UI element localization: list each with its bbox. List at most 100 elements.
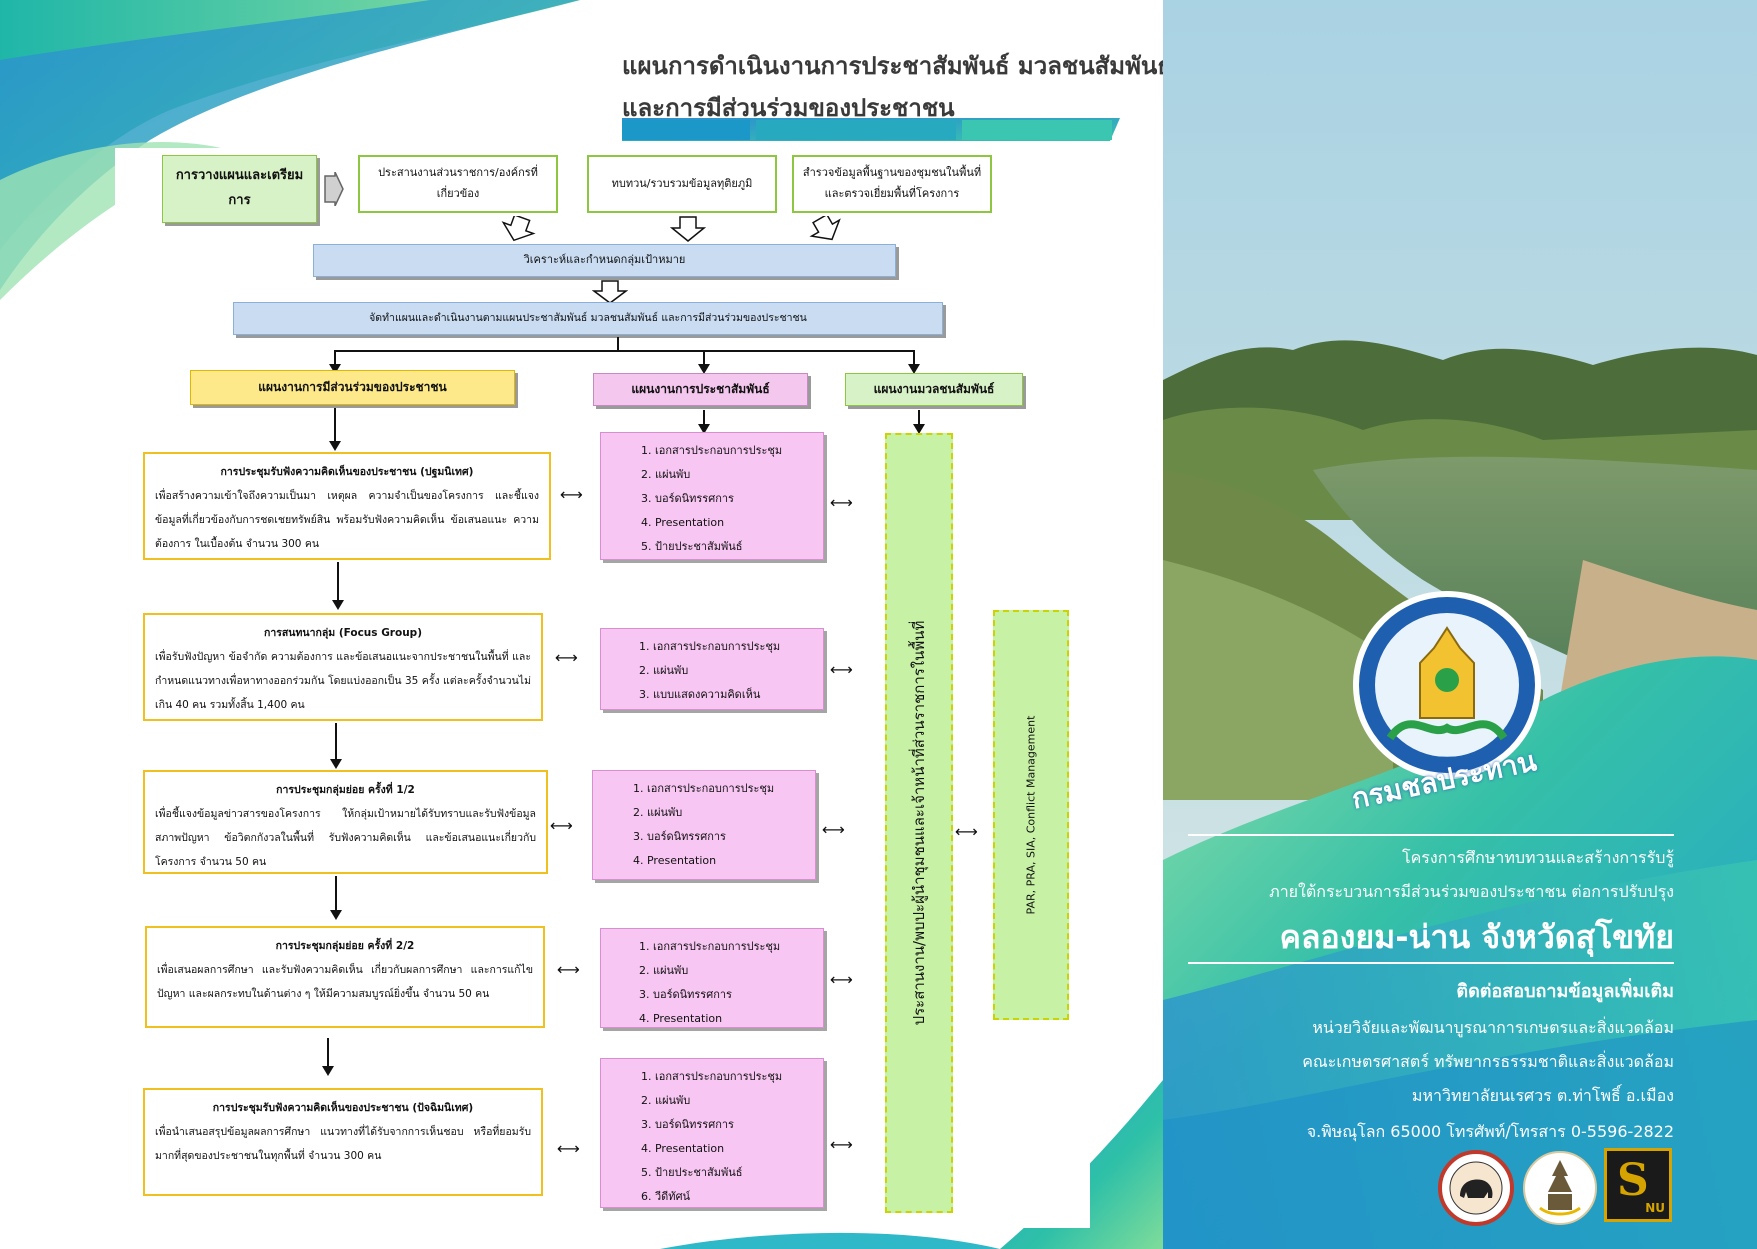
step-coordinate-agencies: ประสานงานส่วนราชการ/องค์กรที่เกี่ยวข้อง bbox=[358, 155, 558, 213]
step-survey-community: สำรวจข้อมูลพื้นฐานของชุมชนในพื้นที่และตร… bbox=[792, 155, 992, 213]
pr-item: 5. ป้ายประชาสัมพันธ์ bbox=[641, 540, 743, 553]
project-line2: ภายใต้กระบวนการมีส่วนร่วมของประชาชน ต่อก… bbox=[1269, 882, 1674, 901]
down-arrow-icon bbox=[332, 562, 344, 610]
pr-item: 4. Presentation bbox=[641, 516, 725, 529]
pr-item: 3. แบบแสดงความคิดเห็น bbox=[639, 688, 761, 701]
pr-item: 3. บอร์ดนิทรรศการ bbox=[641, 1118, 734, 1131]
project-line1: โครงการศึกษาทบทวนและสร้างการรับรู้ bbox=[1402, 848, 1674, 867]
meeting-body: เพื่อรับฟังปัญหา ข้อจำกัด ความต้องการ แล… bbox=[155, 651, 531, 711]
meeting-title: การประชุมรับฟังความคิดเห็นของประชาชน (ปั… bbox=[212, 1102, 474, 1114]
step-review-secondary-data: ทบทวน/รวบรวมข้อมูลทุติยภูมิ bbox=[587, 155, 777, 213]
double-arrow-icon: ⟷ bbox=[830, 493, 853, 512]
double-arrow-icon: ⟷ bbox=[955, 822, 978, 841]
meeting-body: เพื่อสร้างความเข้าใจถึงความเป็นมา เหตุผล… bbox=[155, 490, 539, 550]
meeting-title: การประชุมรับฟังความคิดเห็นของประชาชน (ปฐ… bbox=[220, 466, 474, 478]
down-arrow-icon bbox=[592, 280, 628, 304]
pr-item: 1. เอกสารประกอบการประชุม bbox=[633, 782, 775, 795]
pr-materials-box-4: 1. เอกสารประกอบการประชุม 2. แผ่นพับ 3. บ… bbox=[600, 928, 824, 1028]
down-arrow-icon bbox=[330, 876, 342, 920]
page-title-line2: และการมีส่วนร่วมของประชาชน bbox=[622, 94, 955, 122]
pr-item: 1. เอกสารประกอบการประชุม bbox=[639, 940, 781, 953]
contact-heading: ติดต่อสอบถามข้อมูลเพิ่มเติม bbox=[1456, 981, 1674, 1002]
pr-item: 2. แผ่นพับ bbox=[639, 964, 689, 977]
pr-item: 2. แผ่นพับ bbox=[639, 664, 689, 677]
pr-item: 3. บอร์ดนิทรรศการ bbox=[641, 492, 734, 505]
meeting-orientation-box: การประชุมรับฟังความคิดเห็นของประชาชน (ปฐ… bbox=[143, 452, 551, 560]
down-arrow-icon bbox=[329, 350, 341, 374]
double-arrow-icon: ⟷ bbox=[830, 660, 853, 679]
meeting-body: เพื่อชี้แจงข้อมูลข่าวสารของโครงการ ให้กล… bbox=[155, 808, 536, 868]
connector-line bbox=[617, 337, 619, 351]
university-seal-icon bbox=[1523, 1151, 1597, 1225]
down-arrow-icon bbox=[670, 216, 706, 242]
down-arrow-icon bbox=[501, 216, 536, 242]
pr-item: 4. Presentation bbox=[639, 1012, 723, 1025]
meeting-title: การประชุมกลุ่มย่อย ครั้งที่ 2/2 bbox=[275, 940, 415, 952]
header-participation-plan: แผนงานการมีส่วนร่วมของประชาชน bbox=[190, 370, 515, 405]
meeting-body: เพื่อเสนอผลการศึกษา และรับฟังความคิดเห็น… bbox=[157, 964, 533, 1000]
implement-plan-bar: จัดทำแผนและดำเนินงานตามแผนประชาสัมพันธ์ … bbox=[233, 302, 943, 335]
pr-materials-box-3: 1. เอกสารประกอบการประชุม 2. แผ่นพับ 3. บ… bbox=[592, 770, 816, 880]
double-arrow-icon: ⟷ bbox=[550, 816, 573, 835]
pr-item: 2. แผ่นพับ bbox=[633, 806, 683, 819]
double-arrow-icon: ⟷ bbox=[822, 820, 845, 839]
page-title-line1: แผนการดำเนินงานการประชาสัมพันธ์ มวลชนสัม… bbox=[622, 52, 1172, 80]
pr-item: 5. ป้ายประชาสัมพันธ์ bbox=[641, 1166, 743, 1179]
pr-item: 3. บอร์ดนิทรรศการ bbox=[639, 988, 732, 1001]
down-arrow-icon bbox=[913, 410, 925, 434]
mass-relations-vertical-text: ประสานงาน/พบปะผู้นำชุมชนและเจ้าหน้าที่ส่… bbox=[910, 620, 928, 1026]
meeting-subgroup-1-box: การประชุมกลุ่มย่อย ครั้งที่ 1/2 เพื่อชี้… bbox=[143, 770, 548, 874]
down-arrow-icon bbox=[698, 350, 710, 374]
down-arrow-icon bbox=[698, 410, 710, 434]
pr-item: 1. เอกสารประกอบการประชุม bbox=[639, 640, 781, 653]
project-title: คลองยม-น่าน จังหวัดสุโขทัย bbox=[1279, 918, 1675, 956]
pr-item: 4. Presentation bbox=[641, 1142, 725, 1155]
double-arrow-icon: ⟷ bbox=[557, 1139, 580, 1158]
double-arrow-icon: ⟷ bbox=[555, 648, 578, 667]
connector-line bbox=[334, 350, 914, 352]
faculty-elephant-logo-icon bbox=[1438, 1150, 1514, 1226]
down-arrow-icon bbox=[908, 350, 920, 374]
header-pr-plan: แผนงานการประชาสัมพันธ์ bbox=[593, 373, 808, 406]
divider-line bbox=[1188, 962, 1674, 964]
pr-materials-box-1: 1. เอกสารประกอบการประชุม 2. แผ่นพับ 3. บ… bbox=[600, 432, 824, 560]
contact-line: คณะเกษตรศาสตร์ ทรัพยากรธรรมชาติและสิ่งแว… bbox=[1302, 1052, 1674, 1071]
down-arrow-icon bbox=[329, 408, 341, 451]
meeting-focus-group-box: การสนทนากลุ่ม (Focus Group) เพื่อรับฟังป… bbox=[143, 613, 543, 721]
pr-item: 1. เอกสารประกอบการประชุม bbox=[641, 1070, 783, 1083]
contact-line: มหาวิทยาลัยนเรศวร ต.ท่าโพธิ์ อ.เมือง bbox=[1411, 1086, 1674, 1105]
double-arrow-icon: ⟷ bbox=[557, 960, 580, 979]
tools-vertical-box: PAR, PRA, SIA, Conflict Management bbox=[993, 610, 1069, 1020]
planning-box: การวางแผนและเตรียมการ bbox=[162, 155, 317, 223]
pr-item: 2. แผ่นพับ bbox=[641, 1094, 691, 1107]
nu-logo-text: NU bbox=[1645, 1201, 1665, 1215]
double-arrow-icon: ⟷ bbox=[830, 1135, 853, 1154]
pr-item: 2. แผ่นพับ bbox=[641, 468, 691, 481]
royal-irrigation-department-seal-icon bbox=[1353, 591, 1541, 779]
contact-line: จ.พิษณุโลก 65000 โทรศัพท์/โทรสาร 0-5596-… bbox=[1306, 1122, 1674, 1141]
meeting-title: การประชุมกลุ่มย่อย ครั้งที่ 1/2 bbox=[276, 784, 415, 796]
double-arrow-icon: ⟷ bbox=[830, 970, 853, 989]
right-arrow-icon bbox=[324, 172, 344, 206]
pr-materials-box-5: 1. เอกสารประกอบการประชุม 2. แผ่นพับ 3. บ… bbox=[600, 1058, 824, 1208]
pr-item: 1. เอกสารประกอบการประชุม bbox=[641, 444, 783, 457]
pr-item: 6. วีดีทัศน์ bbox=[641, 1190, 691, 1203]
pr-item: 4. Presentation bbox=[633, 854, 717, 867]
down-arrow-icon bbox=[330, 723, 342, 769]
mass-relations-vertical-box: ประสานงาน/พบปะผู้นำชุมชนและเจ้าหน้าที่ส่… bbox=[885, 433, 953, 1213]
pr-materials-box-2: 1. เอกสารประกอบการประชุม 2. แผ่นพับ 3. แ… bbox=[600, 628, 824, 710]
analysis-target-bar: วิเคราะห์และกำหนดกลุ่มเป้าหมาย bbox=[313, 244, 896, 277]
nu-logo: S NU bbox=[1604, 1148, 1672, 1222]
meeting-subgroup-2-box: การประชุมกลุ่มย่อย ครั้งที่ 2/2 เพื่อเสน… bbox=[145, 926, 545, 1028]
meeting-body: เพื่อนำเสนอสรุปข้อมูลผลการศึกษา แนวทางที… bbox=[155, 1126, 531, 1162]
tools-vertical-text: PAR, PRA, SIA, Conflict Management bbox=[1024, 715, 1038, 915]
down-arrow-icon bbox=[809, 216, 841, 241]
contact-line: หน่วยวิจัยและพัฒนาบูรณาการเกษตรและสิ่งแว… bbox=[1312, 1018, 1674, 1037]
meeting-closing-box: การประชุมรับฟังความคิดเห็นของประชาชน (ปั… bbox=[143, 1088, 543, 1196]
header-mass-relations-plan: แผนงานมวลชนสัมพันธ์ bbox=[845, 373, 1023, 406]
nu-logo-s-icon: S bbox=[1617, 1155, 1649, 1206]
meeting-title: การสนทนากลุ่ม (Focus Group) bbox=[263, 627, 422, 639]
divider-line bbox=[1188, 834, 1674, 836]
double-arrow-icon: ⟷ bbox=[560, 485, 583, 504]
